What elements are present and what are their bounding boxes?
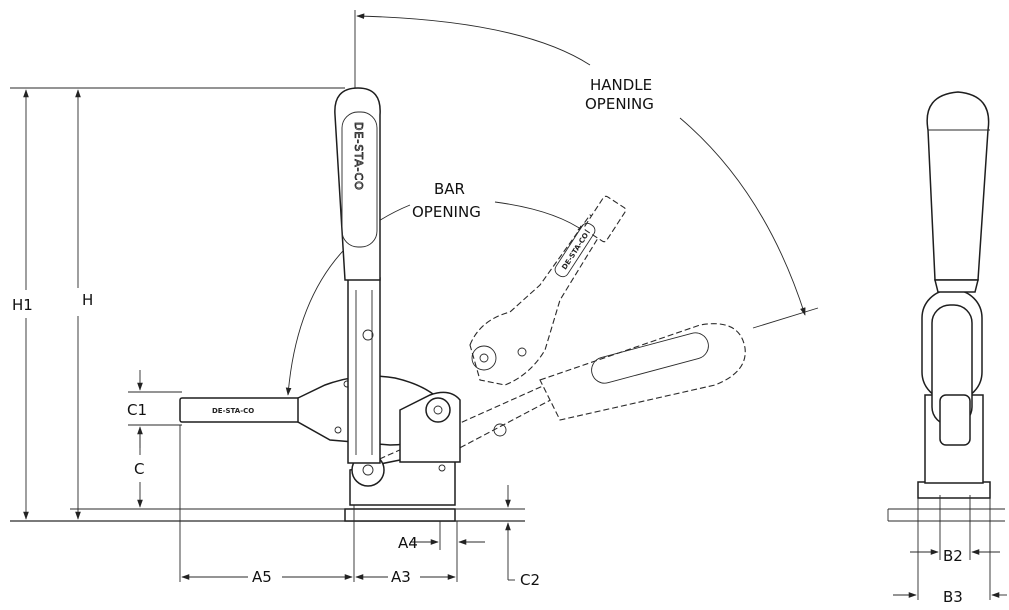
dim-b2: B2: [910, 547, 1000, 565]
handle-brand: DE-STA-CO: [352, 122, 365, 191]
dim-c: C: [134, 427, 144, 508]
dim-label-a5: A5: [252, 568, 272, 586]
dim-label-b2: B2: [943, 547, 963, 565]
handle-opening-arc: HANDLE OPENING: [354, 10, 819, 329]
dim-a4: A4: [398, 521, 485, 552]
dim-label-a4: A4: [398, 534, 418, 552]
clamp-body-closed: DE-STA-CO DE-STA-CO: [179, 87, 461, 506]
bar-brand-closed: DE-STA-CO: [212, 407, 254, 415]
dim-c1: C1: [127, 370, 182, 448]
dim-label-c1: C1: [127, 401, 147, 419]
dim-label-a3: A3: [391, 568, 411, 586]
dim-a5: A5: [179, 425, 355, 586]
dim-a3: A3: [355, 521, 458, 586]
dim-label-h1: H1: [12, 296, 33, 314]
dim-c2: C2: [455, 485, 540, 589]
bar-opening-arc: BAR OPENING: [285, 180, 586, 396]
dim-label-b3: B3: [943, 588, 963, 606]
side-view: [887, 91, 1005, 600]
dim-b3: B3: [893, 588, 1007, 606]
dim-h1: H1: [10, 87, 345, 520]
dim-h: H: [70, 89, 345, 520]
handle-opening-label-line2: OPENING: [585, 95, 654, 113]
bar-opening-label-line1: BAR: [434, 180, 465, 198]
bar-opening-label-line2: OPENING: [412, 203, 481, 221]
handle-opening-label-line1: HANDLE: [590, 76, 652, 94]
dim-label-c: C: [134, 460, 144, 478]
dim-label-c2: C2: [520, 571, 540, 589]
base-line: [10, 508, 525, 522]
dim-label-h: H: [82, 291, 93, 309]
